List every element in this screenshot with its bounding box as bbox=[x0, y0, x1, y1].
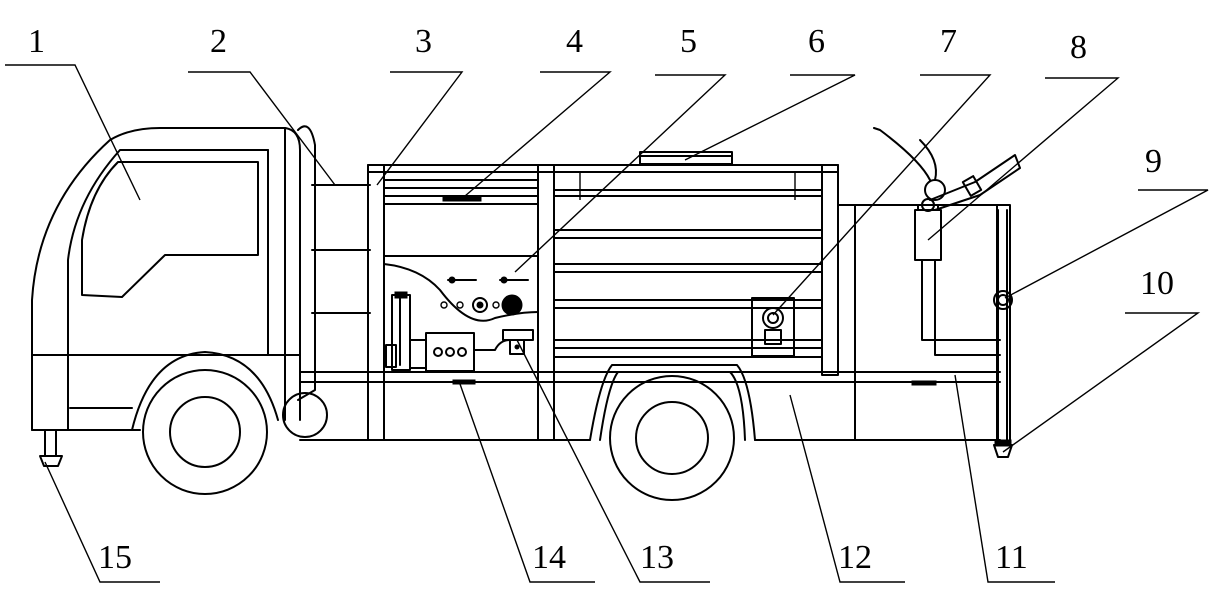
leader-lines bbox=[5, 65, 1208, 582]
callout-label-14: 14 bbox=[532, 539, 566, 576]
callout-label-4: 4 bbox=[566, 23, 583, 60]
callout-label-11: 11 bbox=[995, 539, 1028, 576]
callout-label-15: 15 bbox=[98, 539, 132, 576]
rear-compartment bbox=[838, 128, 1020, 440]
tank-manhole bbox=[640, 152, 732, 164]
callout-label-1: 1 bbox=[28, 23, 45, 60]
spare-tank bbox=[283, 393, 327, 437]
callout-label-2: 2 bbox=[210, 23, 227, 60]
callout-label-3: 3 bbox=[415, 23, 432, 60]
callout-label-12: 12 bbox=[838, 539, 872, 576]
front-wheel bbox=[132, 352, 278, 494]
equipment-body bbox=[300, 128, 1020, 500]
callout-label-10: 10 bbox=[1140, 265, 1174, 302]
callout-label-8: 8 bbox=[1070, 29, 1087, 66]
callout-label-5: 5 bbox=[680, 23, 697, 60]
water-tank bbox=[554, 152, 822, 357]
rear-wheel bbox=[590, 365, 755, 500]
callout-label-9: 9 bbox=[1145, 143, 1162, 180]
callout-label-7: 7 bbox=[940, 23, 957, 60]
callout-label-6: 6 bbox=[808, 23, 825, 60]
cab-window bbox=[82, 162, 258, 297]
callout-label-13: 13 bbox=[640, 539, 674, 576]
